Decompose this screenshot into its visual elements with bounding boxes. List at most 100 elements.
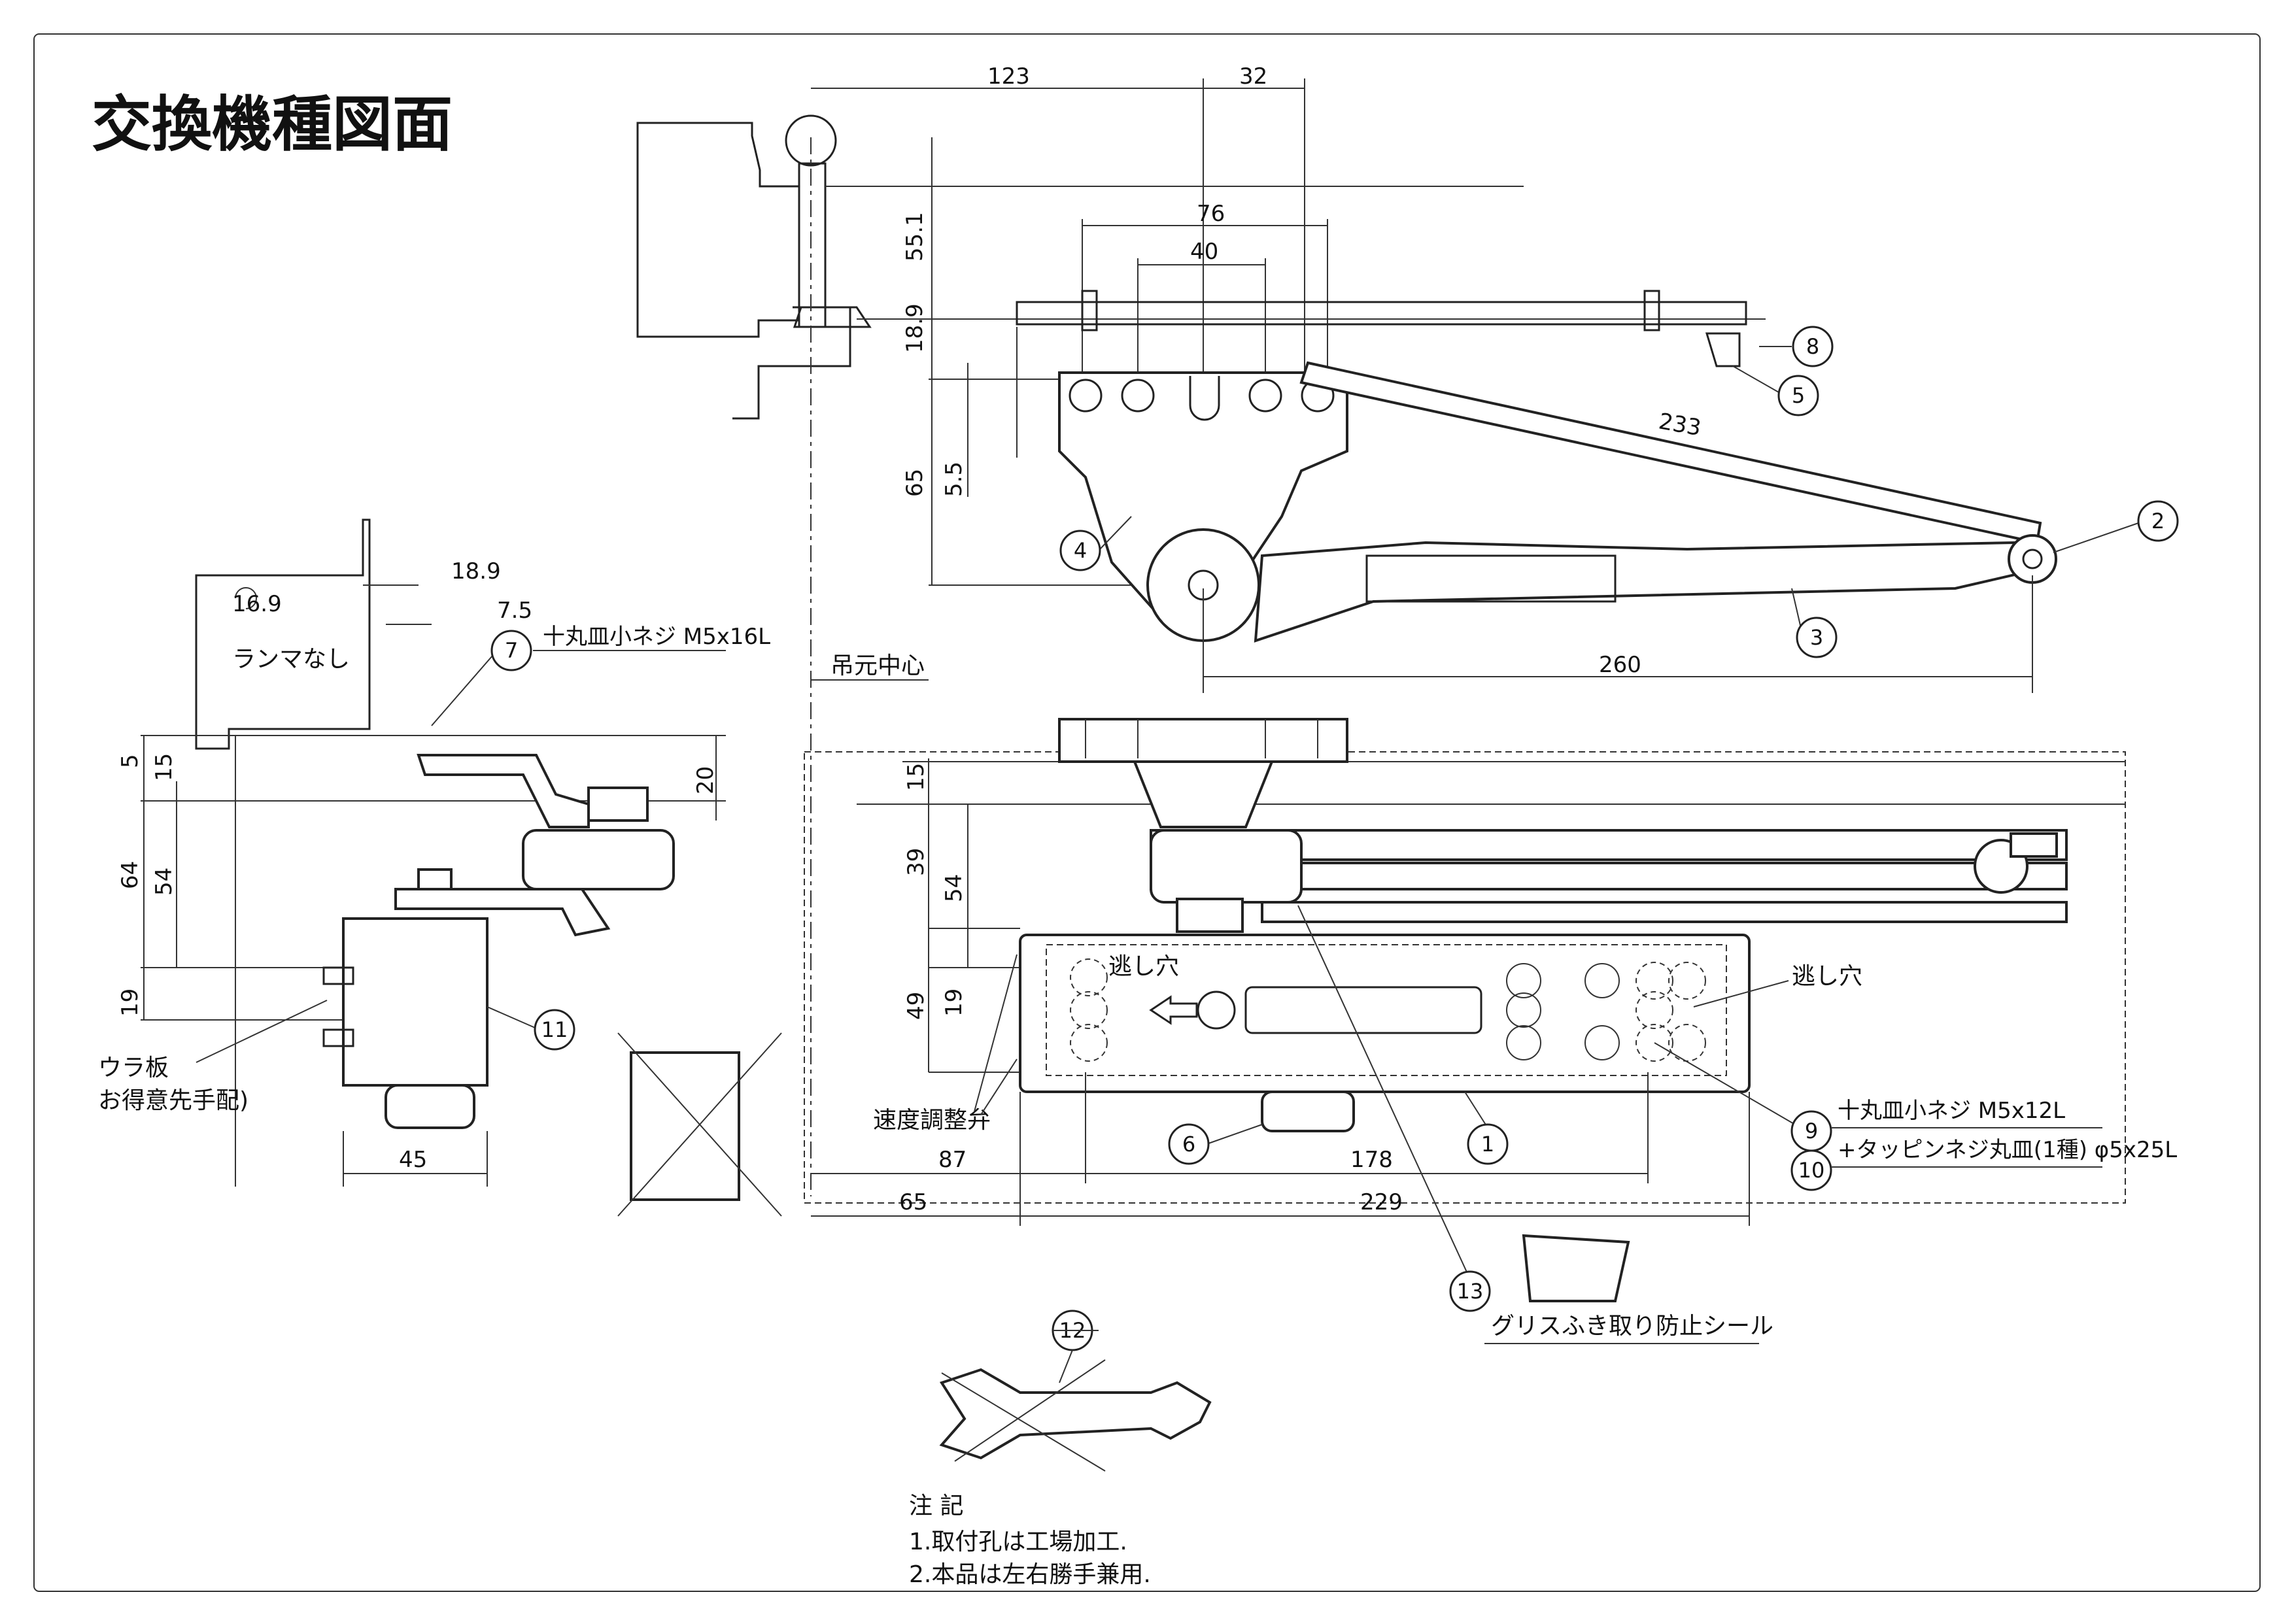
closer-hole-r5 (1584, 1025, 1620, 1060)
balloon-4 (1059, 530, 1101, 571)
dim-20: 20 (693, 766, 719, 794)
wrench (939, 1368, 1212, 1460)
balloon-2 (2137, 500, 2179, 542)
dim-16-9: 16.9 (232, 591, 282, 617)
dim-49-front: 49 (903, 992, 929, 1020)
dim-65-front: 65 (899, 1189, 927, 1215)
front-arm-lower (1150, 862, 2068, 890)
side-pivot-cap (587, 787, 649, 822)
top-view: 吊元中心 123 32 76 40 55.1 18.9 65 5.5 (636, 63, 2179, 1196)
dim-18-9-top: 18.9 (902, 303, 928, 353)
leader-13 (1297, 905, 1469, 1276)
dim-45: 45 (399, 1147, 427, 1173)
balloon-3-text: 3 (1810, 625, 1823, 650)
relief-hole-right-4 (1668, 962, 1706, 1000)
dim-64-side: 64 (117, 861, 143, 889)
relief-hole-right-2 (1635, 991, 1673, 1029)
relief-hole-left-label: 逃し穴 (1108, 953, 1179, 980)
front-view: 15 39 54 49 19 (804, 718, 2177, 1344)
no-transom-label: ランマなし (232, 646, 350, 673)
rail-screw-left (1081, 290, 1098, 331)
notes-line-2: 2.本品は左右勝手兼用. (909, 1561, 1151, 1588)
balloon-5 (1777, 375, 1819, 416)
grease-seal (1522, 1234, 1630, 1302)
balloon-8-text: 8 (1806, 334, 1819, 359)
bracket-hole-2 (1121, 379, 1155, 413)
bracket-hole-1 (1069, 379, 1103, 413)
dim-15-side: 15 (151, 753, 177, 781)
main-arm-slot (1365, 554, 1617, 603)
screw-7-label: 十丸皿小ネジ M5x16L (543, 624, 770, 650)
dim-54-front: 54 (941, 874, 967, 902)
balloon-2-text: 2 (2151, 509, 2165, 533)
side-lower-arm (394, 888, 611, 937)
closer-hole-r2 (1506, 992, 1541, 1028)
dim-123: 123 (987, 63, 1030, 90)
side-frame-section (195, 518, 371, 750)
balloon-10-text: 10 (1798, 1158, 1825, 1183)
closer-hole-center (1197, 990, 1236, 1030)
arrow-icon (1149, 995, 1198, 1025)
balloon-7 (490, 630, 532, 671)
dim-76: 76 (1197, 201, 1225, 227)
dim-7-5: 7.5 (497, 598, 532, 624)
door-frame-section (636, 122, 800, 338)
back-plate-label-2: お得意先手配) (98, 1087, 248, 1114)
front-bracket-neck (1133, 760, 1274, 828)
dim-5-side: 5 (117, 754, 143, 768)
dim-19-side: 19 (117, 989, 143, 1017)
side-bolt-1 (322, 966, 354, 985)
relief-hole-right-label: 逃し穴 (1792, 963, 1862, 990)
dim-55-1: 55.1 (902, 212, 928, 262)
dim-19-front: 19 (941, 989, 967, 1017)
leader-2 (2053, 522, 2139, 553)
hinge-knob (785, 114, 837, 167)
balloon-3 (1796, 617, 1838, 658)
relief-right-leader (1693, 980, 1789, 1007)
balloon-7-text: 7 (505, 638, 518, 663)
relief-hole-left-2 (1070, 991, 1108, 1029)
dim-18-9-side: 18.9 (451, 558, 501, 584)
balloon-9-text: 9 (1805, 1119, 1818, 1143)
wrench-cross-2 (954, 1359, 1106, 1462)
leader-4 (1099, 516, 1132, 550)
dim-5-5: 5.5 (941, 462, 967, 497)
side-view: 16.9 ランマなし 18.9 7.5 十丸皿小ネジ M5x16L 7 5 15… (98, 518, 782, 1217)
dim-32: 32 (1239, 63, 1267, 90)
dim-15-front: 15 (903, 763, 929, 791)
hinge-base (793, 306, 872, 328)
leader-6 (1206, 1124, 1263, 1145)
front-lower-rod (1261, 901, 2068, 923)
relief-hole-left-1 (1070, 958, 1108, 996)
leader-9 (1654, 1042, 1796, 1125)
front-view-boundary (804, 751, 2126, 1204)
balloon-11 (534, 1009, 575, 1051)
closer-hole-r4 (1584, 963, 1620, 998)
side-bolt-2 (322, 1028, 354, 1047)
leader-7 (431, 650, 498, 726)
balloon-1-text: 1 (1481, 1132, 1494, 1157)
hinge-pin (798, 162, 827, 328)
side-closer-body (342, 917, 488, 1087)
balloon-13-text: 13 (1457, 1279, 1484, 1304)
wrench-view: 12 (939, 1310, 1212, 1472)
front-bracket (1058, 718, 1348, 763)
balloon-6-text: 6 (1182, 1132, 1195, 1157)
seal-label: グリスふき取り防止シール (1491, 1313, 1773, 1340)
relief-hole-right-1 (1635, 962, 1673, 1000)
cross-line-2 (617, 1032, 782, 1217)
balloon-10 (1790, 1149, 1832, 1191)
dim-54-side: 54 (151, 868, 177, 896)
screw-10-label: +タッピンネジ丸皿(1種) φ5x25L (1838, 1137, 2177, 1163)
hinge-center-label: 吊元中心 (830, 652, 925, 679)
side-arm (417, 754, 590, 828)
dim-40: 40 (1190, 239, 1218, 265)
closer-hole-r1 (1506, 963, 1541, 998)
balloon-11-text: 11 (541, 1017, 568, 1042)
leader-11 (487, 1006, 540, 1030)
speed-valve-leader-2 (980, 1058, 1018, 1115)
screw-9-label: 十丸皿小ネジ M5x12L (1838, 1098, 2065, 1124)
leader-12 (1059, 1349, 1073, 1383)
balloon-4-text: 4 (1074, 538, 1087, 563)
page-title: 交換機種図面 (92, 90, 453, 160)
